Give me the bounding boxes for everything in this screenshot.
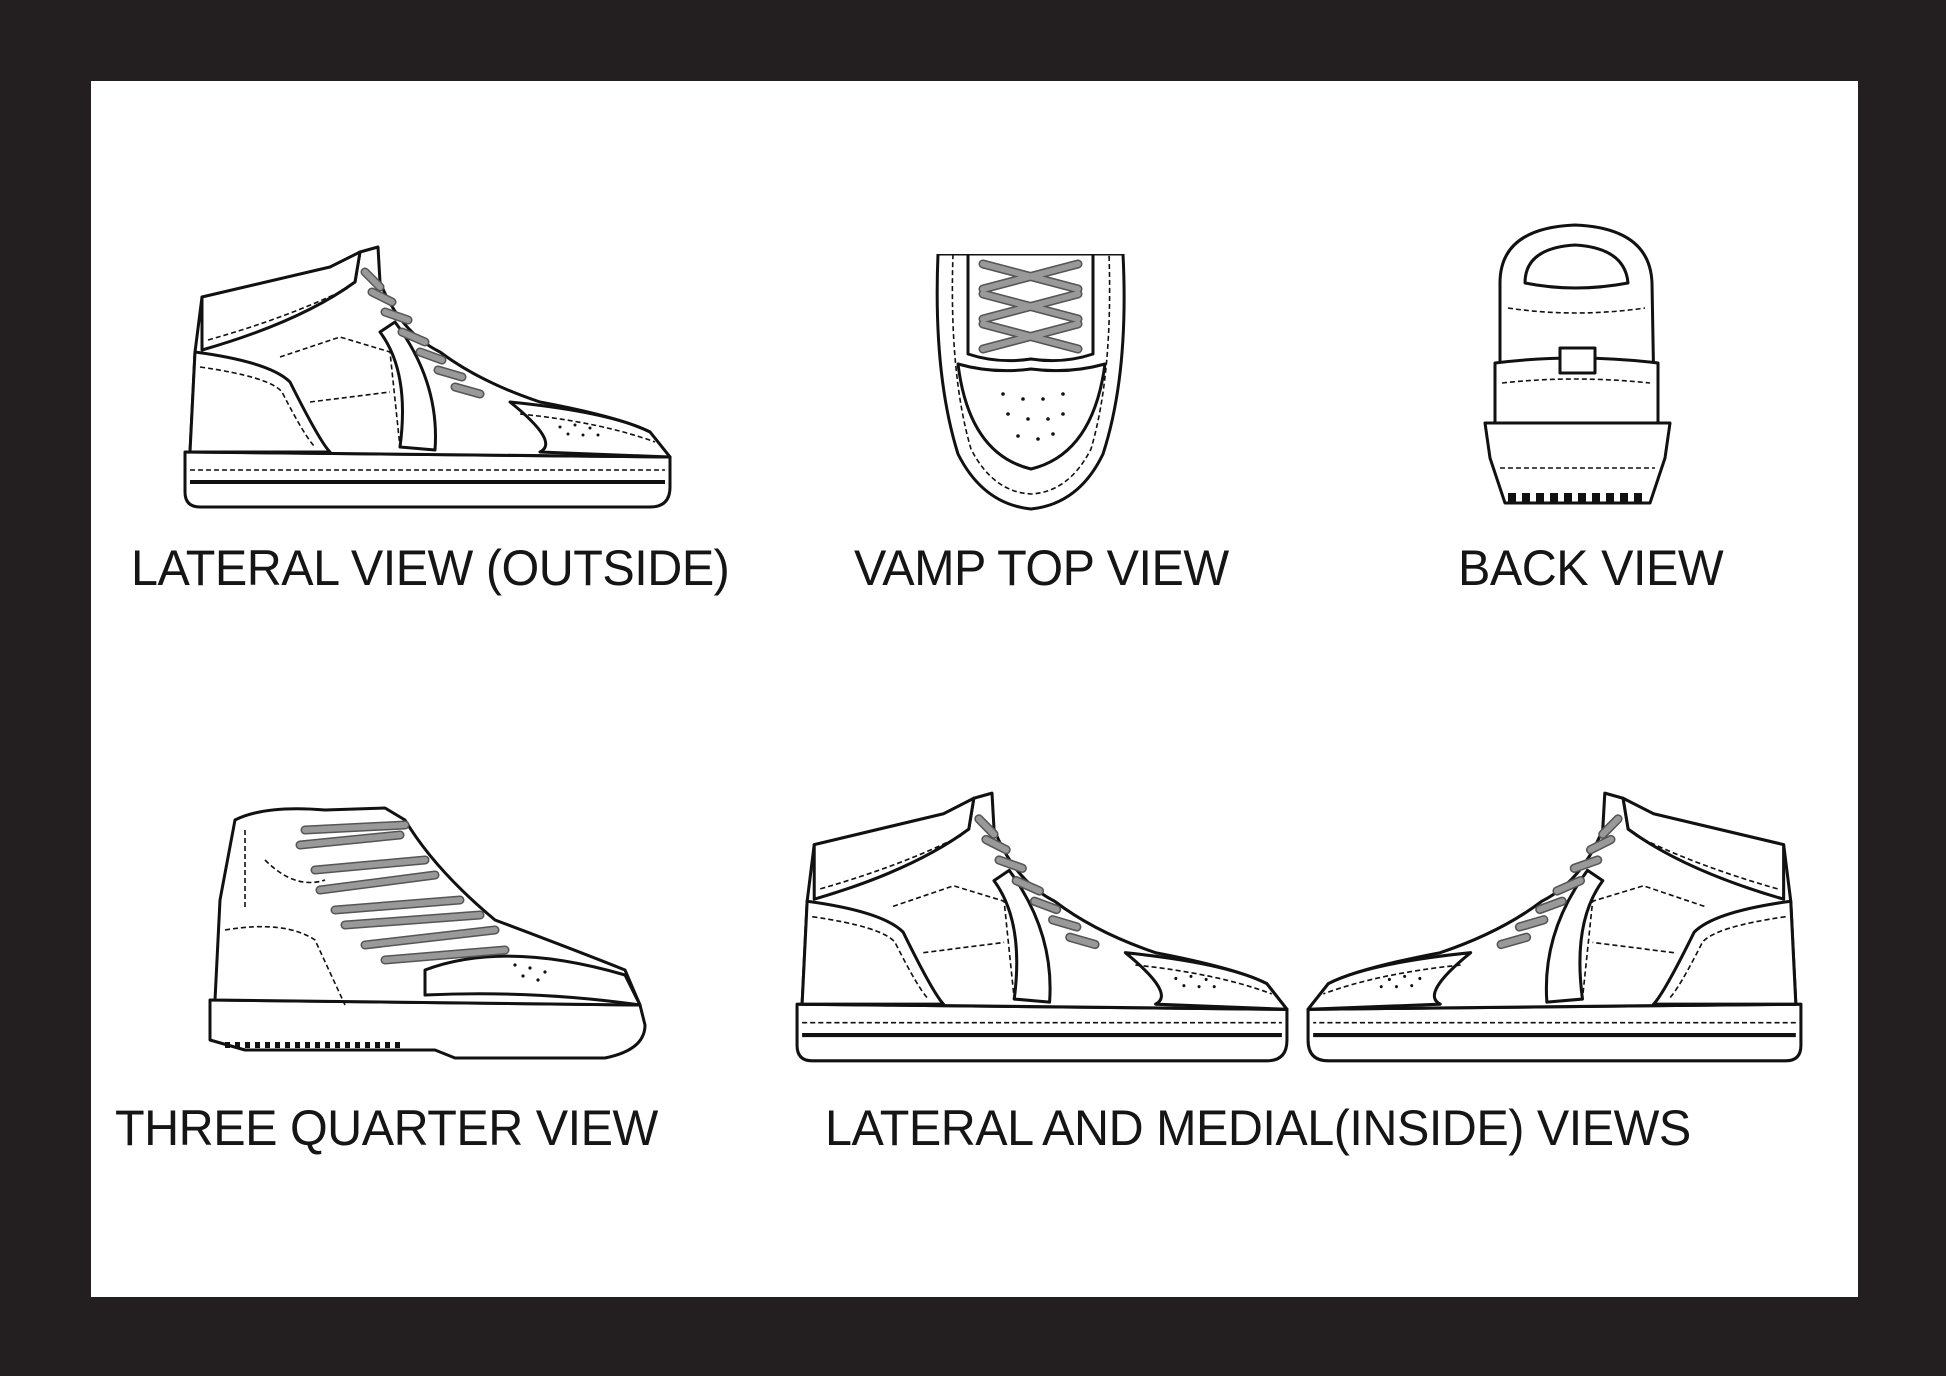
medial-view-shoe-pair (1303, 788, 1806, 1068)
vamp-top-view-label: VAMP TOP VIEW (854, 540, 1229, 596)
back-view-label: BACK VIEW (1458, 540, 1724, 596)
three-quarter-view-shoe (208, 806, 647, 1060)
three-quarter-view-label: THREE QUARTER VIEW (115, 1100, 658, 1156)
vamp-top-view-shoe (935, 254, 1126, 511)
back-view-shoe (1483, 223, 1672, 505)
reference-sheet: LATERAL VIEW (OUTSIDE) VAMP TOP VIEW BAC… (91, 81, 1858, 1297)
lateral-medial-views-label: LATERAL AND MEDIAL(INSIDE) VIEWS (825, 1100, 1691, 1156)
lateral-view-label: LATERAL VIEW (OUTSIDE) (131, 540, 730, 596)
lateral-view-shoe (180, 242, 675, 514)
lateral-view-shoe-pair (792, 788, 1292, 1068)
